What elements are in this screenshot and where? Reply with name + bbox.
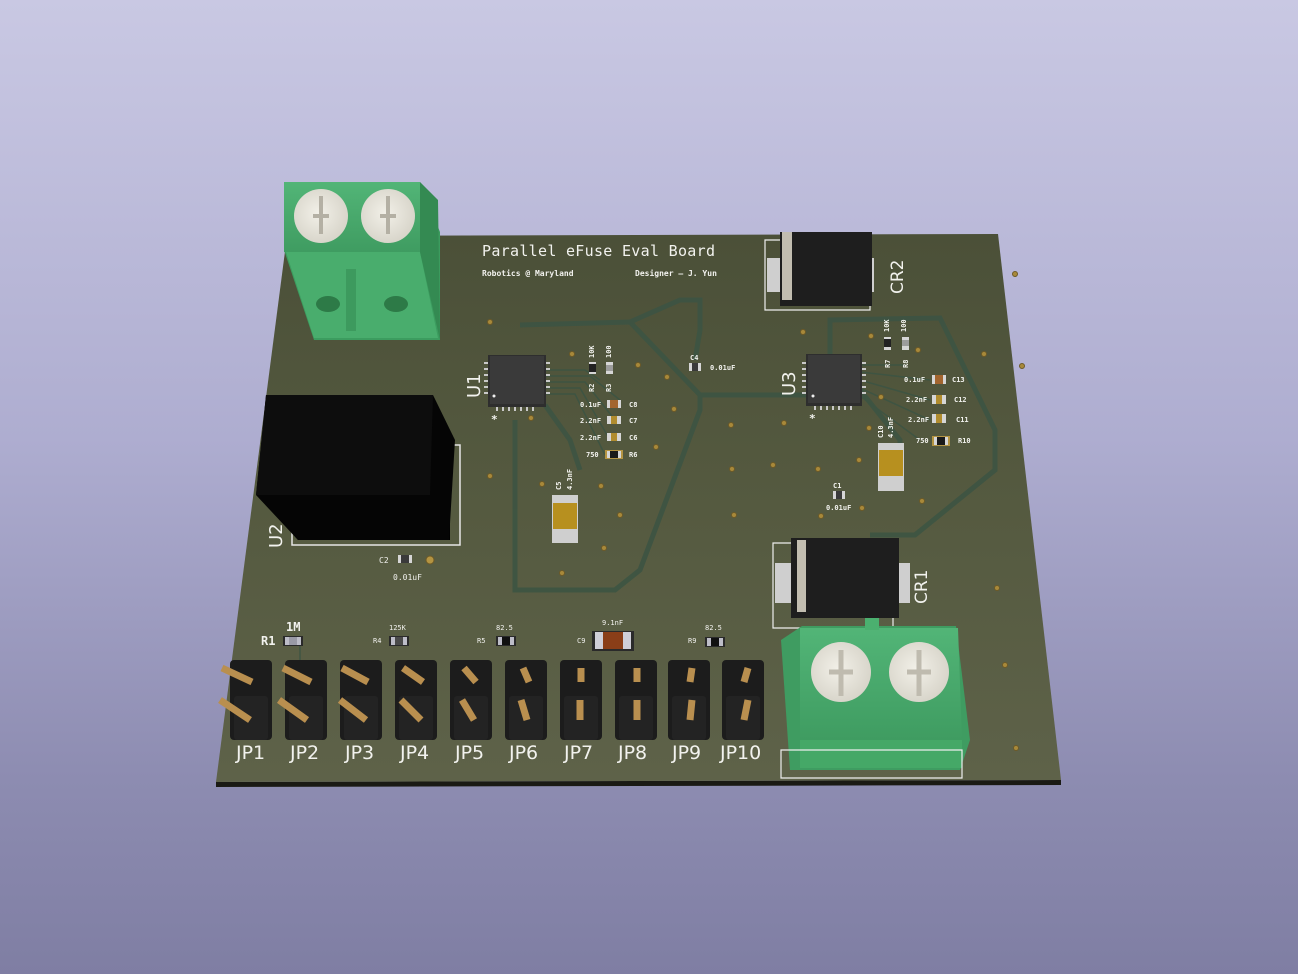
jp5-label: JP5 xyxy=(455,742,485,764)
c12-ref: C12 xyxy=(954,396,967,404)
cr1-diode xyxy=(772,538,910,629)
cr1-ref: CR1 xyxy=(912,569,932,605)
u3-pin1-marker: * xyxy=(809,412,816,425)
r9-value: 82.5 xyxy=(705,624,722,632)
r1-ref: R1 xyxy=(261,634,276,648)
c1-value: 0.01uF xyxy=(826,504,852,512)
c2-ref: C2 xyxy=(379,556,389,565)
r10-ref: R10 xyxy=(958,437,971,445)
u2-module xyxy=(256,395,461,563)
c13-ref: C13 xyxy=(952,376,965,384)
c9-value: 9.1nF xyxy=(602,619,624,627)
board-title: Parallel eFuse Eval Board xyxy=(482,242,716,260)
r3-ref: R3 xyxy=(605,383,613,392)
c8-value: 0.1uF xyxy=(580,401,602,409)
c5-value: 4.3nF xyxy=(566,468,574,490)
jp9-label: JP9 xyxy=(672,742,702,764)
r3-value: 100 xyxy=(605,345,613,358)
r8-ref: R8 xyxy=(902,359,910,368)
c10-value: 4.3nF xyxy=(887,416,895,438)
r9-ref: R9 xyxy=(688,637,697,645)
jp7-label: JP7 xyxy=(564,742,594,764)
r2-value: 10K xyxy=(588,345,596,358)
c8-ref: C8 xyxy=(629,401,638,409)
c6-ref: C6 xyxy=(629,434,638,442)
terminal-block-bottom xyxy=(780,618,970,779)
jp6-label: JP6 xyxy=(509,742,539,764)
c7-ref: C7 xyxy=(629,417,638,425)
c6-value: 2.2nF xyxy=(580,434,602,442)
r5-value: 82.5 xyxy=(496,624,513,632)
u3-chip xyxy=(802,354,866,410)
jp10-label: JP10 xyxy=(720,742,762,764)
r2-ref: R2 xyxy=(588,383,596,392)
r6-value: 750 xyxy=(586,451,599,459)
jp1-label: JP1 xyxy=(236,742,266,764)
u1-chip xyxy=(484,355,550,411)
r10-value: 750 xyxy=(916,437,929,445)
jp2-label: JP2 xyxy=(290,742,320,764)
jp3-label: JP3 xyxy=(345,742,375,764)
r6-ref: R6 xyxy=(629,451,638,459)
c4-ref: C4 xyxy=(690,354,699,362)
c4-value: 0.01uF xyxy=(710,364,736,372)
r7-value: 10K xyxy=(883,319,891,332)
jp8-label: JP8 xyxy=(618,742,648,764)
u3-ref: U3 xyxy=(779,371,800,396)
board-edge xyxy=(216,780,1061,787)
c12-value: 2.2nF xyxy=(906,396,928,404)
c2-value: 0.01uF xyxy=(393,573,422,582)
r1-value: 1M xyxy=(286,620,301,634)
r4-ref: R4 xyxy=(373,637,382,645)
u3-passives xyxy=(833,337,950,499)
r4-value: 125K xyxy=(389,624,406,632)
u1-ref: U1 xyxy=(464,373,485,398)
r7-ref: R7 xyxy=(884,359,892,368)
u2-ref: U2 xyxy=(266,523,287,548)
c13-value: 0.1uF xyxy=(904,376,926,384)
c11-ref: C11 xyxy=(956,416,969,424)
cr2-diode xyxy=(764,232,874,311)
cr2-ref: CR2 xyxy=(888,259,908,295)
designer-label: Designer — J. Yun xyxy=(635,269,717,278)
u1-passives xyxy=(552,362,701,543)
org-label: Robotics @ Maryland xyxy=(482,269,574,278)
bottom-passives xyxy=(283,631,725,651)
c1-ref: C1 xyxy=(833,482,842,490)
r8-value: 100 xyxy=(900,319,908,332)
vias xyxy=(425,271,1025,751)
c10-ref: C10 xyxy=(877,425,885,438)
c9-ref: C9 xyxy=(577,637,586,645)
terminal-block-top xyxy=(284,182,440,340)
c11-value: 2.2nF xyxy=(908,416,930,424)
jp4-label: JP4 xyxy=(400,742,430,764)
c7-value: 2.2nF xyxy=(580,417,602,425)
jumper-headers xyxy=(218,660,764,740)
c5-ref: C5 xyxy=(555,481,563,490)
u1-pin1-marker: * xyxy=(491,413,498,426)
r5-ref: R5 xyxy=(477,637,486,645)
signal-traces xyxy=(299,364,931,660)
